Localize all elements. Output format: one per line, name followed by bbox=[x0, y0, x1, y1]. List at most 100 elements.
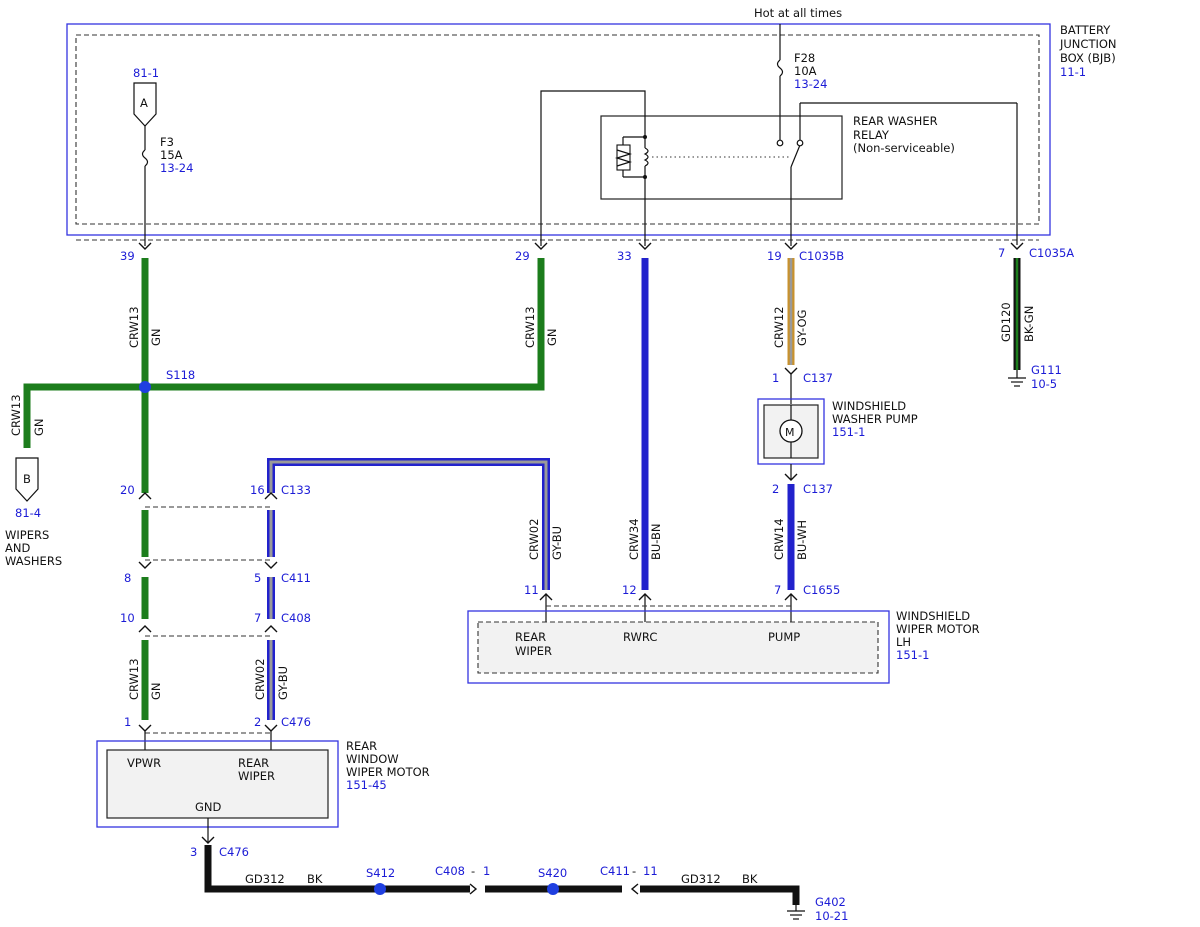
wiper-lh-pin-label-rwrc: RWRC bbox=[623, 630, 657, 644]
wiper-lh-title-2: WIPER MOTOR bbox=[896, 622, 980, 636]
ground-g111-ref: 10-5 bbox=[1031, 377, 1057, 391]
pump-pin-top: 1 bbox=[772, 371, 779, 385]
hot-at-all-times-label: Hot at all times bbox=[754, 6, 842, 20]
fuse-f3-name: F3 bbox=[160, 135, 174, 149]
c411-ground-pin: 11 bbox=[643, 864, 658, 878]
rear-motor-rear: REAR bbox=[238, 756, 269, 770]
connector-b-icon bbox=[15, 457, 39, 502]
c408-left-pin: 10 bbox=[120, 611, 135, 625]
pin-39: 39 bbox=[120, 249, 135, 263]
pin-7-bjb: 7 bbox=[998, 246, 1005, 260]
w7-circuit: GD120 bbox=[999, 302, 1013, 342]
inline-connector-c133: 20 16 C133 bbox=[120, 483, 311, 508]
ground-g111-name: G111 bbox=[1031, 363, 1062, 377]
rear-washer-relay: REAR WASHER RELAY (Non-serviceable) bbox=[600, 102, 1018, 245]
relay-label-line-1: REAR WASHER bbox=[853, 114, 938, 128]
windshield-wiper-motor-lh: 11 12 7 C1655 REAR WIPER RWRC PUMP WINDS… bbox=[467, 583, 980, 684]
fuse-f28-ref: 13-24 bbox=[794, 77, 827, 91]
w7-color: BK-GN bbox=[1022, 306, 1036, 342]
rear-motor-pin-gnd-conn: C476 bbox=[219, 845, 249, 859]
c408-ground-pin: 1 bbox=[483, 864, 490, 878]
w19-color: GY-OG bbox=[795, 310, 809, 346]
bjb-connector-arrows bbox=[138, 242, 1024, 250]
wiper-lh-pin-label-pump: PUMP bbox=[768, 630, 800, 644]
pump-ref: 151-1 bbox=[832, 425, 865, 439]
svg-text:-: - bbox=[471, 864, 475, 878]
gd312-left-color: BK bbox=[307, 872, 323, 886]
battery-junction-box: BATTERY JUNCTION BOX (BJB) 11-1 bbox=[66, 23, 1117, 241]
c411-right-pin: 5 bbox=[254, 571, 261, 585]
w19-circuit: CRW12 bbox=[772, 306, 786, 348]
c411-left-pin: 8 bbox=[124, 571, 131, 585]
bjb-title-line-2: JUNCTION bbox=[1059, 37, 1117, 51]
splice-s420-label: S420 bbox=[538, 866, 567, 880]
connector-b: B 81-4 WIPERS AND WASHERS bbox=[5, 457, 62, 568]
pump-label-line-1: WINDSHIELD bbox=[832, 399, 906, 413]
gd312-right-circuit: GD312 bbox=[681, 872, 721, 886]
w-crw13-low-color: GN bbox=[149, 682, 163, 700]
splice-s118-label: S118 bbox=[166, 368, 195, 382]
rear-motor-vpwr: VPWR bbox=[127, 756, 161, 770]
fuse-f3-group: 81-1 A F3 15A 13-24 bbox=[133, 66, 193, 246]
c476-name: C476 bbox=[281, 715, 311, 729]
inline-connector-c411: 8 5 C411 bbox=[124, 559, 311, 585]
rear-window-wiper-motor: VPWR REAR WIPER GND REAR WINDOW WIPER MO… bbox=[96, 739, 430, 859]
wiper-lh-title-3: LH bbox=[896, 635, 911, 649]
c133-name: C133 bbox=[281, 483, 311, 497]
wire-crw02-gy-bu-upper bbox=[267, 458, 550, 590]
fuse-f3-rating: 15A bbox=[160, 148, 183, 162]
w-crw02-top-color: GY-BU bbox=[550, 526, 564, 560]
connector-c1035b: C1035B bbox=[799, 249, 844, 263]
c408-right-pin: 7 bbox=[254, 611, 261, 625]
ground-run: GD312 BK S412 C408 - 1 S420 C411 - 11 GD… bbox=[204, 845, 848, 923]
c476-left-pin: 1 bbox=[124, 715, 131, 729]
rear-motor-title-2: WINDOW bbox=[346, 752, 399, 766]
fuse-f28-rating: 10A bbox=[794, 64, 817, 78]
rear-motor-outline bbox=[96, 740, 339, 828]
bjb-ref: 11-1 bbox=[1060, 65, 1086, 79]
c408-name: C408 bbox=[281, 611, 311, 625]
svg-text:M: M bbox=[785, 426, 795, 439]
splice-s118-dot bbox=[139, 381, 151, 393]
inline-connector-c408: 10 7 C408 bbox=[120, 611, 311, 637]
c476-right-pin: 2 bbox=[254, 715, 261, 729]
w-crw34-color: BU-BN bbox=[649, 523, 663, 560]
rear-motor-pin-gnd: 3 bbox=[190, 845, 197, 859]
w29-circuit: CRW13 bbox=[523, 306, 537, 348]
w-crw13-low-circuit: CRW13 bbox=[127, 658, 141, 700]
wire-crw13-gn-branch-b bbox=[23, 383, 145, 448]
fuse-f3-ref: 13-24 bbox=[160, 161, 193, 175]
connector-a-ref: 81-1 bbox=[133, 66, 159, 80]
relay-label-line-2: RELAY bbox=[853, 128, 890, 142]
w29-color: GN bbox=[545, 328, 559, 346]
fuse-f28-symbol bbox=[776, 59, 784, 77]
wiper-lh-conn: C1655 bbox=[803, 583, 840, 597]
bjb-title-line-1: BATTERY bbox=[1060, 23, 1111, 37]
connector-b-label-1: WIPERS bbox=[5, 528, 49, 542]
wiper-lh-outline bbox=[467, 610, 890, 684]
relay-box bbox=[600, 115, 843, 200]
splice-s412-dot bbox=[374, 883, 386, 895]
pump-label-line-2: WASHER PUMP bbox=[832, 412, 918, 426]
w39-color: GN bbox=[149, 328, 163, 346]
fuse-f28-group: Hot at all times F28 10A 13-24 bbox=[754, 6, 842, 147]
wb-circuit: CRW13 bbox=[9, 394, 23, 436]
rear-motor-title-1: REAR bbox=[346, 739, 377, 753]
pump-pin-bot: 2 bbox=[772, 482, 779, 496]
ground-g402-name: G402 bbox=[815, 895, 846, 909]
w39-circuit: CRW13 bbox=[127, 306, 141, 348]
wire-crw13-gn-29 bbox=[145, 258, 545, 391]
ground-g402-icon bbox=[787, 910, 805, 920]
w-crw02-low-circuit: CRW02 bbox=[253, 658, 267, 700]
rear-motor-ref: 151-45 bbox=[346, 778, 387, 792]
wiper-lh-pin-label-rear: REAR bbox=[515, 630, 546, 644]
connector-a-letter: A bbox=[140, 96, 148, 110]
fuse-f3-symbol bbox=[141, 149, 149, 167]
connector-c1035a: C1035A bbox=[1029, 246, 1074, 260]
wiper-lh-pin-label-wiper: WIPER bbox=[515, 644, 552, 658]
rear-motor-body bbox=[106, 749, 329, 819]
connector-b-letter: B bbox=[23, 472, 31, 486]
c408-ground-label: C408 bbox=[435, 864, 465, 878]
wiper-lh-title-1: WINDSHIELD bbox=[896, 609, 970, 623]
